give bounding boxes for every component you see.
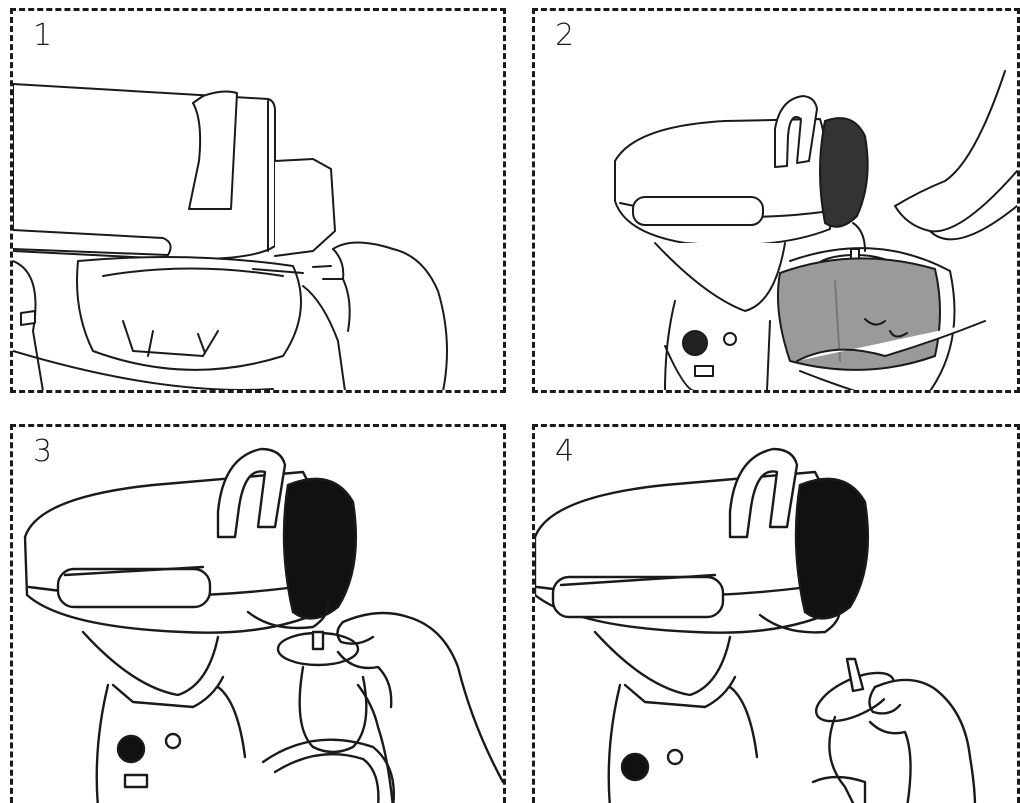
step-2-illustration <box>535 11 1017 391</box>
step-1-panel: 1 <box>10 8 506 393</box>
step-4-panel: 4 <box>532 424 1020 803</box>
step-2-panel: 2 <box>532 8 1020 393</box>
step-3-panel: 3 <box>10 424 506 803</box>
step-1-illustration <box>13 11 503 391</box>
step-4-illustration <box>535 427 1017 803</box>
step-3-illustration <box>13 427 503 803</box>
